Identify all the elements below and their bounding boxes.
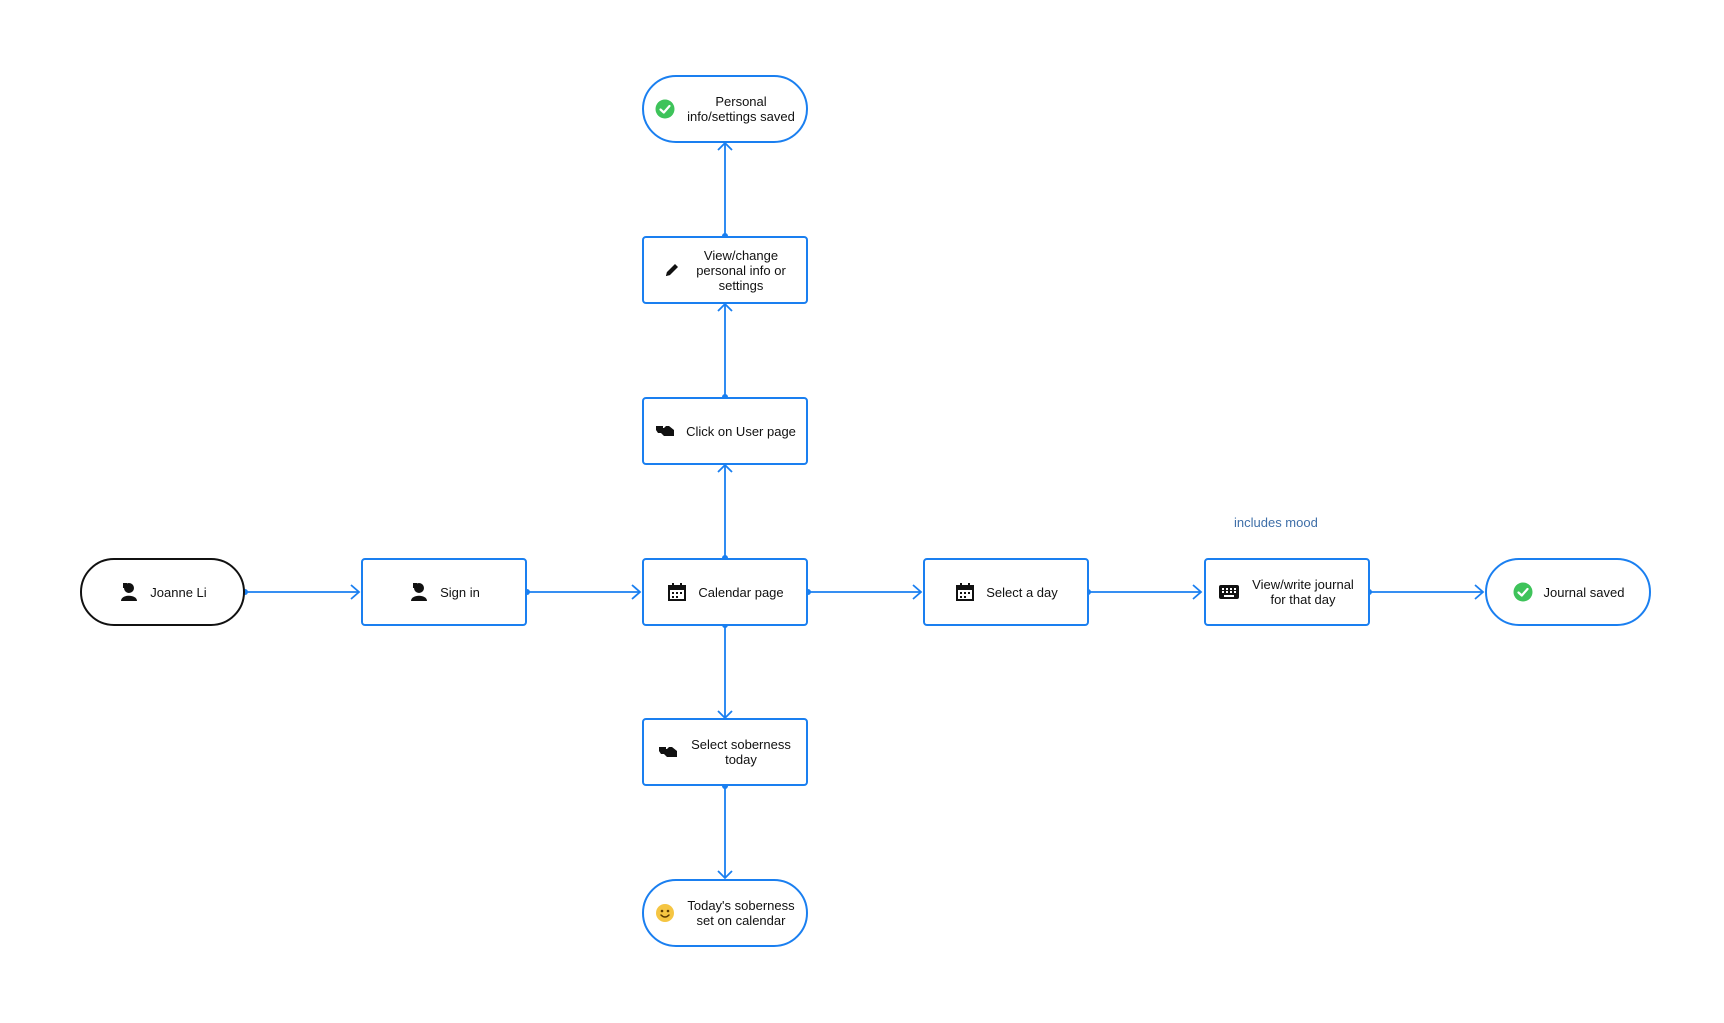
sign-in-label: Sign in [440,584,480,600]
start-node-joanne-li[interactable]: Joanne Li [80,558,245,626]
journal-saved-node[interactable]: Journal saved [1485,558,1651,626]
settings-saved-label: Personal info/settings saved [687,94,795,124]
calendar-icon [954,581,976,603]
soberness-node[interactable]: Select soberness today [642,718,808,786]
calendar-page-node[interactable]: Calendar page [642,558,808,626]
keyboard-icon [1218,581,1240,603]
select-day-node[interactable]: Select a day [923,558,1089,626]
user-icon [118,581,140,603]
select-day-label: Select a day [986,584,1058,600]
settings-saved-node[interactable]: Personal info/settings saved [642,75,808,143]
user-page-node[interactable]: Click on User page [642,397,808,465]
pencil-icon [661,259,683,281]
soberness-set-label: Today's soberness set on calendar [687,898,795,928]
pointing-hand-icon [654,420,676,442]
journal-label: View/write journal for that day [1252,577,1354,607]
soberness-label: Select soberness today [691,737,791,767]
journal-saved-label: Journal saved [1543,584,1625,600]
check-circle-icon [1512,581,1534,603]
settings-label: View/change personal info or settings [696,247,786,293]
soberness-set-node[interactable]: Today's soberness set on calendar [642,879,808,947]
user-icon [408,581,430,603]
pointing-hand-icon [657,741,679,763]
calendar-icon [666,581,688,603]
check-circle-icon [654,98,676,120]
sign-in-node[interactable]: Sign in [361,558,527,626]
smiley-icon [654,902,676,924]
settings-node[interactable]: View/change personal info or settings [642,236,808,304]
journal-node[interactable]: View/write journal for that day [1204,558,1370,626]
includes-mood-annotation: includes mood [1234,515,1318,530]
user-page-label: Click on User page [686,423,796,439]
start-node-label: Joanne Li [150,584,207,600]
calendar-page-label: Calendar page [698,584,784,600]
